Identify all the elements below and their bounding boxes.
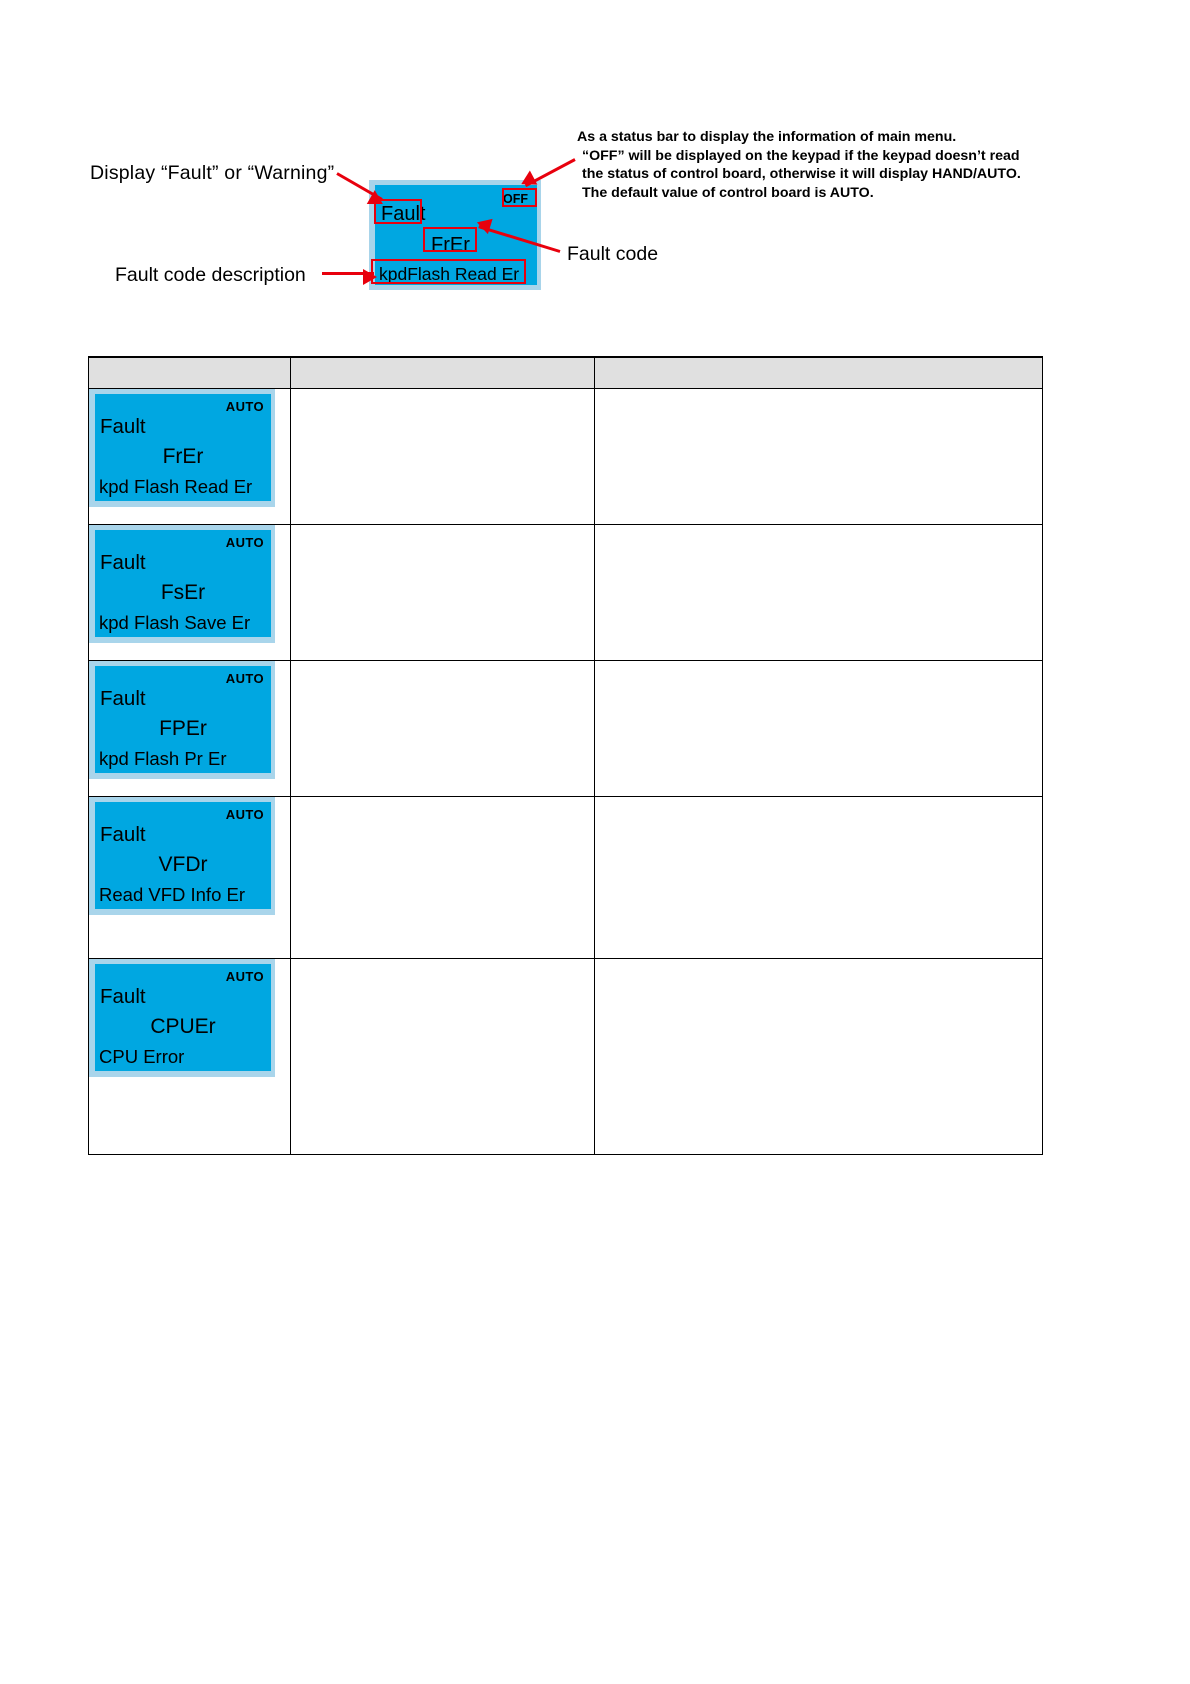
table-cell-keypad: AUTO Fault FPEr kpd Flash Pr Er (88, 660, 291, 797)
lcd-screen: AUTO Fault VFDr Read VFD Info Er (95, 802, 271, 909)
diagram-lcd-screen: OFF Fault FrEr kpdFlash Read Er (375, 185, 537, 285)
table-row: AUTO Fault FPEr kpd Flash Pr Er (88, 660, 1043, 797)
table-row: AUTO Fault FrEr kpd Flash Read Er (88, 388, 1043, 525)
fault-label: Fault (100, 415, 146, 438)
fault-code: FPEr (159, 717, 207, 740)
table-header-description (594, 356, 1043, 389)
fault-description: CPU Error (99, 1046, 185, 1067)
fault-code: FsEr (160, 581, 206, 604)
table-header-row (88, 356, 1043, 389)
fault-description: Read VFD Info Er (99, 884, 246, 905)
table-cell-description (594, 796, 1043, 959)
arrow-to-fault-description (322, 268, 377, 285)
fault-code: VFDr (158, 853, 208, 876)
lcd-screen: AUTO Fault FPEr kpd Flash Pr Er (95, 666, 271, 773)
annotation-status-bar-line-3: the status of control board, otherwise i… (582, 166, 1021, 183)
table-cell-middle (290, 796, 595, 959)
fault-label: Fault (100, 687, 146, 710)
diagram-keypad-display: OFF Fault FrEr kpdFlash Read Er (369, 180, 541, 290)
table-cell-description (594, 958, 1043, 1155)
annotation-fault-code: Fault code (567, 243, 659, 265)
fault-code-table: AUTO Fault FrEr kpd Flash Read Er AUTO F… (88, 356, 1043, 1155)
keypad-annotation-diagram: Display “Fault” or “Warning” Fault code … (0, 0, 1190, 340)
table-row: AUTO Fault CPUEr CPU Error (88, 958, 1043, 1155)
status-badge: AUTO (225, 969, 264, 984)
annotation-status-bar-line-4: The default value of control board is AU… (582, 184, 874, 201)
keypad-display-frer: AUTO Fault FrEr kpd Flash Read Er (89, 389, 275, 507)
fault-label: Fault (100, 823, 146, 846)
fault-code: CPUEr (150, 1015, 216, 1038)
keypad-display-cpuer: AUTO Fault CPUEr CPU Error (89, 959, 275, 1077)
table-cell-keypad: AUTO Fault CPUEr CPU Error (88, 958, 291, 1155)
status-badge: AUTO (225, 535, 264, 550)
diagram-fault-label: Fault (381, 203, 426, 225)
status-badge: AUTO (225, 399, 264, 414)
diagram-status-label: OFF (503, 192, 528, 206)
keypad-display-fser: AUTO Fault FsEr kpd Flash Save Er (89, 525, 275, 643)
table-header-middle (290, 356, 595, 389)
status-badge: AUTO (225, 807, 264, 822)
fault-label: Fault (100, 985, 146, 1008)
table-cell-keypad: AUTO Fault VFDr Read VFD Info Er (88, 796, 291, 959)
annotation-display-fault-or-warning: Display “Fault” or “Warning” (90, 162, 335, 184)
table-cell-middle (290, 524, 595, 661)
table-cell-middle (290, 388, 595, 525)
fault-description: kpd Flash Save Er (99, 612, 251, 633)
table-cell-description (594, 660, 1043, 797)
table-header-display (88, 356, 291, 389)
table-row: AUTO Fault VFDr Read VFD Info Er (88, 796, 1043, 959)
table-cell-description (594, 388, 1043, 525)
table-cell-middle (290, 660, 595, 797)
table-cell-keypad: AUTO Fault FrEr kpd Flash Read Er (88, 388, 291, 525)
annotation-status-bar-line-1: As a status bar to display the informati… (577, 129, 957, 145)
annotation-status-bar-note: As a status bar to display the informati… (577, 128, 1047, 202)
diagram-fault-description: kpdFlash Read Er (379, 264, 520, 284)
table-row: AUTO Fault FsEr kpd Flash Save Er (88, 524, 1043, 661)
lcd-screen: AUTO Fault FsEr kpd Flash Save Er (95, 530, 271, 637)
annotation-fault-code-description: Fault code description (115, 264, 306, 286)
diagram-fault-code: FrEr (431, 234, 470, 256)
lcd-screen: AUTO Fault CPUEr CPU Error (95, 964, 271, 1071)
table-cell-middle (290, 958, 595, 1155)
table-cell-keypad: AUTO Fault FsEr kpd Flash Save Er (88, 524, 291, 661)
keypad-display-vfdr: AUTO Fault VFDr Read VFD Info Er (89, 797, 275, 915)
status-badge: AUTO (225, 671, 264, 686)
fault-description: kpd Flash Pr Er (99, 748, 227, 769)
keypad-display-fper: AUTO Fault FPEr kpd Flash Pr Er (89, 661, 275, 779)
table-cell-description (594, 524, 1043, 661)
lcd-screen: AUTO Fault FrEr kpd Flash Read Er (95, 394, 271, 501)
annotation-status-bar-line-2: “OFF” will be displayed on the keypad if… (582, 147, 1020, 164)
fault-code: FrEr (162, 445, 204, 468)
fault-label: Fault (100, 551, 146, 574)
fault-description: kpd Flash Read Er (99, 476, 253, 497)
